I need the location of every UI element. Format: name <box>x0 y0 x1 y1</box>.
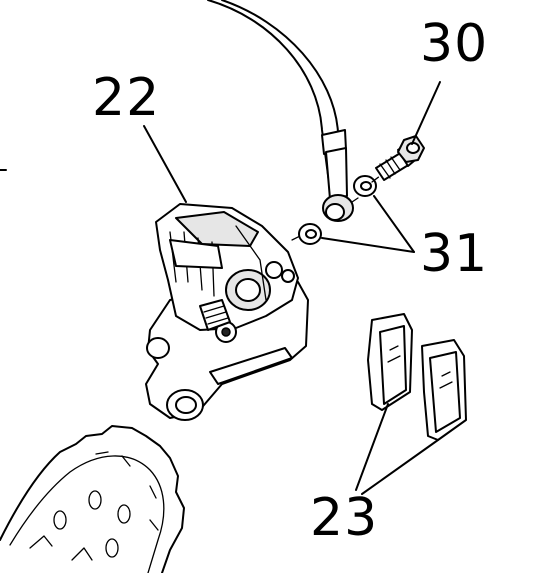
brake-pad-icon <box>367 313 467 441</box>
brake-caliper-icon <box>145 203 309 421</box>
sealing-washer-icon <box>298 175 377 245</box>
callout-23: 23 <box>310 488 379 548</box>
callout-31: 31 <box>420 224 489 284</box>
leader-23-a <box>355 403 389 491</box>
leader-30 <box>411 81 441 145</box>
leader-23-b <box>361 439 439 495</box>
leader-lines <box>143 81 441 495</box>
callout-22: 22 <box>92 68 161 128</box>
brake-hose-icon <box>207 0 354 222</box>
assembly-axis-line <box>291 175 381 241</box>
leader-31-a <box>321 237 415 253</box>
leader-31-b <box>373 195 415 253</box>
callout-30: 30 <box>420 14 489 74</box>
banjo-bolt-icon <box>375 135 425 181</box>
leader-22 <box>143 125 187 203</box>
brake-disc-icon <box>0 425 185 573</box>
